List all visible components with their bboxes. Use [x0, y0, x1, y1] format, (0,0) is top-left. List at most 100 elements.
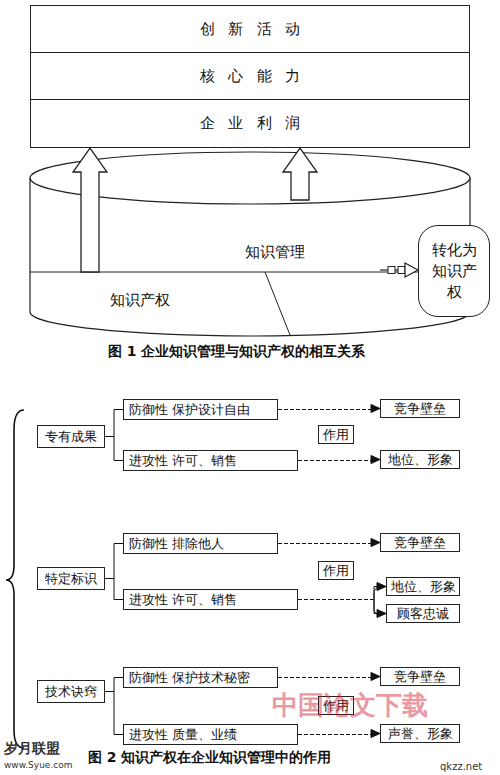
dashed-line — [298, 734, 372, 735]
connector — [283, 148, 317, 200]
connector — [105, 410, 123, 437]
connector-mark — [398, 267, 405, 274]
category-box: 特定标识 — [37, 567, 105, 590]
figure-caption: 图 1 企业知识管理与知识产权的相互关系 — [108, 343, 366, 361]
node-text: 地位、形象 — [388, 451, 453, 469]
band-box: 企业利润 — [30, 99, 470, 148]
connector — [380, 263, 418, 277]
rounded-box: 转化为知识产权 — [418, 225, 490, 317]
bracket-line — [105, 678, 123, 692]
effect-box: 作用 — [318, 561, 354, 580]
divider-line — [265, 272, 290, 335]
connector — [105, 692, 123, 735]
result-box: 地位、形象 — [380, 450, 460, 469]
connector — [298, 600, 386, 618]
divider-line — [30, 272, 470, 273]
result-box: 竞争壁垒 — [380, 399, 460, 418]
arrow-head — [371, 456, 380, 464]
dashed-line — [298, 599, 374, 600]
watermark: 中国论文下载 — [272, 688, 428, 723]
connector — [278, 673, 380, 681]
connector-mark — [388, 267, 395, 274]
figure-caption: 图 2 知识产权在企业知识管理中的作用 — [88, 749, 332, 767]
connector-line — [374, 587, 386, 600]
node-text: 进攻性 质量、业绩 — [129, 726, 237, 744]
bracket-line — [105, 692, 123, 735]
node-text: 防御性 保护设计自由 — [129, 401, 250, 419]
watermark: 岁月联盟 — [4, 740, 60, 758]
function-box: 防御性 排除他人 — [123, 533, 278, 554]
arrow-head — [377, 583, 386, 591]
node-text: 竞争壁垒 — [394, 400, 446, 418]
function-box: 防御性 保护设计自由 — [123, 399, 278, 420]
node-text: 创新活动 — [200, 20, 314, 39]
hollow-arrow — [73, 148, 107, 272]
connector — [278, 539, 380, 547]
connector — [105, 437, 123, 461]
dashed-line — [278, 543, 372, 544]
bracket-line — [105, 437, 123, 461]
node-text: 知识管理 — [245, 243, 305, 262]
curly-brace — [6, 410, 24, 748]
node-text: 防御性 排除他人 — [129, 535, 224, 553]
watermark: www.Syue.com — [4, 760, 72, 770]
connector — [105, 678, 123, 692]
effect-box: 作用 — [318, 425, 354, 444]
connector-line — [380, 269, 406, 270]
connector — [105, 579, 123, 600]
connector — [298, 730, 380, 738]
hollow-arrow — [283, 148, 317, 200]
node-text: 企业利润 — [200, 114, 314, 133]
dashed-line — [298, 460, 372, 461]
node-text: 进攻性 许可、销售 — [129, 591, 237, 609]
node-text: 顾客忠诚 — [397, 605, 449, 623]
connector — [73, 148, 107, 272]
node-text: 特定标识 — [45, 570, 97, 588]
dashed-line — [298, 599, 374, 600]
connector-line — [374, 600, 386, 614]
connector-line — [372, 734, 380, 735]
band-box: 创新活动 — [30, 5, 470, 53]
node-text: 声誉、形象 — [388, 725, 453, 743]
category-box: 专有成果 — [37, 425, 105, 448]
layer-region: 知识管理 — [170, 200, 380, 272]
dashed-line — [278, 677, 372, 678]
small-brace — [374, 588, 378, 614]
node-text: 进攻性 许可、销售 — [129, 452, 237, 470]
arrow-head — [405, 263, 418, 277]
node-text: 防御性 保护技术秘密 — [129, 669, 250, 687]
node-text: 作用 — [323, 426, 349, 444]
node-text: 技术诀窍 — [45, 683, 97, 701]
connector — [105, 544, 123, 579]
connector — [298, 583, 386, 600]
bracket-line — [105, 579, 123, 600]
node-text: 竞争壁垒 — [394, 534, 446, 552]
function-box: 进攻性 许可、销售 — [123, 589, 298, 610]
result-box: 竞争壁垒 — [380, 667, 460, 686]
connector-line — [372, 677, 380, 678]
node-text: 核心能力 — [200, 67, 314, 86]
connector-line — [372, 543, 380, 544]
result-box: 竞争壁垒 — [380, 533, 460, 552]
connector — [298, 456, 380, 464]
bracket-line — [105, 410, 123, 437]
result-box: 顾客忠诚 — [386, 604, 460, 623]
function-box: 进攻性 许可、销售 — [123, 450, 298, 471]
function-box: 进攻性 质量、业绩 — [123, 724, 298, 745]
layer-region: 知识产权 — [30, 272, 250, 328]
arrow-head — [377, 610, 386, 618]
cylinder-top — [30, 152, 470, 204]
connector-line — [372, 460, 380, 461]
connector — [278, 405, 380, 413]
node-text: 地位、形象 — [391, 578, 456, 596]
dashed-line — [278, 409, 372, 410]
category-box: 技术诀窍 — [37, 680, 105, 703]
watermark: qkzz.net — [440, 761, 482, 772]
node-text: 作用 — [323, 562, 349, 580]
result-box: 地位、形象 — [386, 577, 460, 596]
function-box: 防御性 保护技术秘密 — [123, 667, 278, 688]
bracket-line — [105, 544, 123, 579]
node-text: 专有成果 — [45, 428, 97, 446]
arrow-head — [371, 730, 380, 738]
arrow-head — [371, 405, 380, 413]
